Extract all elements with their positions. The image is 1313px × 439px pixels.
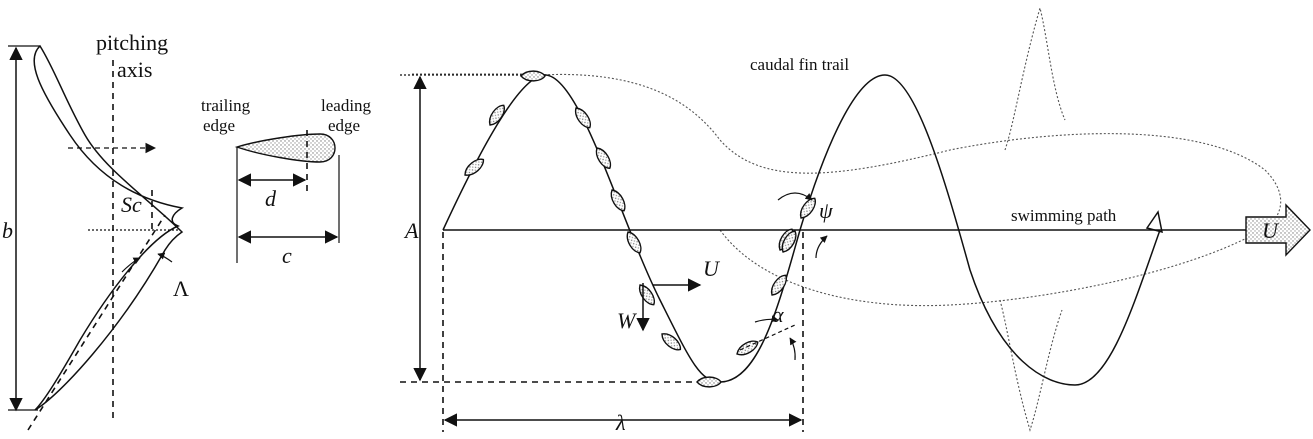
angle-of-attack-label: α — [772, 302, 784, 327]
trail-foil — [461, 155, 488, 180]
trail-foil — [635, 281, 659, 309]
trail-foil — [571, 104, 595, 132]
fish-body-outline — [539, 73, 1282, 307]
sweep-reference-line — [27, 214, 166, 431]
trail-foils — [461, 70, 820, 388]
sweep-angle-arc-2 — [157, 252, 173, 263]
pitching-axis-label-2: axis — [117, 57, 152, 82]
sweep-angle-label: Λ — [173, 276, 189, 301]
pitch-angle-label: ψ — [819, 198, 833, 223]
trailing-edge-label: trailing — [201, 96, 251, 115]
caudal-fin-outline — [33, 44, 185, 411]
amplitude-label: A — [403, 218, 419, 243]
trail-foil — [520, 70, 546, 82]
pivot-distance-label: d — [265, 186, 277, 211]
angle-of-attack-arc — [754, 315, 779, 323]
chord-label: c — [282, 243, 292, 268]
attack-reference-line — [739, 324, 796, 351]
caudal-fin-trail-label: caudal fin trail — [750, 55, 849, 74]
swimming-kinematics: A U W λ α ψ caudal fin trail swimming pa… — [400, 5, 1311, 435]
swim-speed-label: U — [1262, 218, 1280, 243]
leading-edge-label-2: edge — [328, 116, 360, 135]
trail-foil — [696, 376, 722, 388]
trail-foil — [658, 329, 685, 354]
swim-speed-arrow — [1245, 203, 1311, 257]
pitch-angle-arc-2 — [815, 235, 828, 259]
sweep-chord-label: Sc — [121, 192, 142, 217]
wavelength-label: λ — [615, 410, 626, 435]
trail-foil — [592, 144, 615, 172]
pitch-angle-arc — [777, 192, 813, 201]
trailing-edge-label-2: edge — [203, 116, 235, 135]
fish-lower-lobe-outline — [999, 299, 1063, 432]
fish-upper-lobe-outline — [1004, 5, 1066, 151]
caudal-fin-planform: pitching axis b Sc Λ — [2, 30, 189, 431]
lateral-velocity-label: W — [617, 308, 637, 333]
trail-foil — [623, 228, 645, 256]
swimming-path-marker — [1145, 210, 1163, 234]
airfoil-section: trailing edge leading edge d c — [201, 96, 372, 268]
sweep-angle-arc — [121, 257, 141, 273]
trail-foil — [607, 186, 629, 214]
angle-of-attack-arc-2 — [789, 337, 797, 361]
trail-foil — [767, 271, 791, 299]
trail-foil — [796, 194, 820, 222]
airfoil-shape — [234, 133, 336, 163]
pitching-axis-label: pitching — [96, 30, 168, 55]
forward-velocity-label: U — [703, 256, 721, 281]
span-label: b — [2, 218, 13, 243]
leading-edge-label: leading — [321, 96, 372, 115]
swimming-path-label: swimming path — [1011, 206, 1117, 225]
